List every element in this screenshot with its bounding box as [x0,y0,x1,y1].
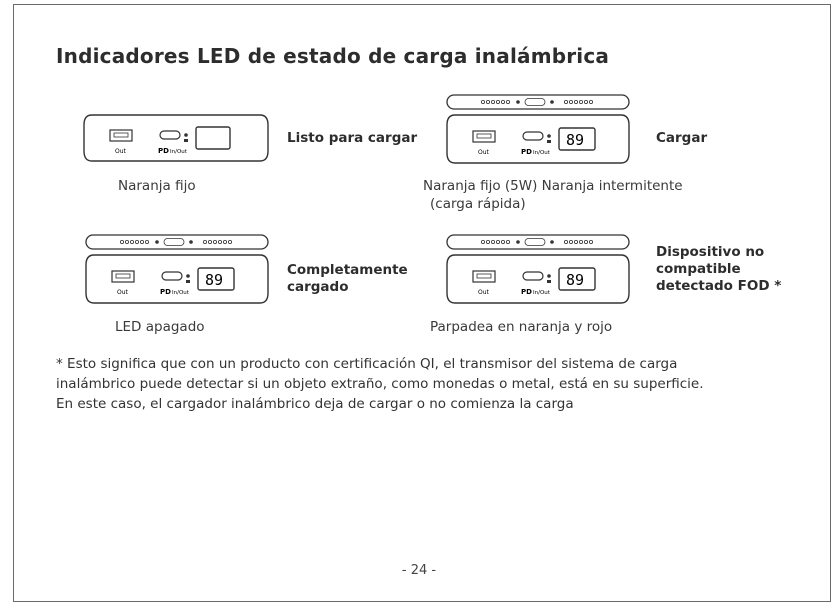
footnote-line3: En este caso, el cargador inalámbrico de… [56,396,574,412]
footnote-line2: inalámbrico puede detectar si un objeto … [56,376,704,392]
usb-out-label: Out [117,289,129,296]
footnote: * Esto significa que con un producto con… [56,354,796,414]
footnote-line1: * Esto significa que con un producto con… [56,356,678,372]
page-number: - 24 - [401,563,437,578]
pd-io-label: In/Out [533,290,551,296]
state-label-full: Completamente cargado [287,262,408,296]
state-caption-charging-line1: Naranja fijo (5W) Naranja intermitente [423,178,683,194]
state-label-fod: Dispositivo no compatible detectado FOD … [656,244,781,295]
usb-out-label: Out [478,149,490,156]
state-caption-full: LED apagado [115,319,205,335]
power-bank-with-phone-diagram: 89 Out PD In/Out [446,94,630,164]
state-label-charging: Cargar [656,130,708,146]
power-bank-with-phone-diagram: 89 Out PD In/Out [85,234,269,304]
usb-out-label: Out [478,289,490,296]
state-caption-fod: Parpadea en naranja y rojo [430,319,613,335]
usb-out-label: Out [115,148,127,155]
state-label-fod-line3: detectado FOD * [656,278,782,294]
pd-label: PD [521,148,532,156]
pd-io-label: In/Out [533,150,551,156]
state-caption-ready: Naranja fijo [118,178,196,194]
pd-label: PD [160,288,171,296]
power-bank-front-diagram: Out PD In/Out [83,114,269,162]
page-title: Indicadores LED de estado de carga inalá… [56,44,610,68]
pd-label: PD [521,288,532,296]
state-label-full-line1: Completamente [287,262,408,278]
state-caption-charging-line2: (carga rápida) [430,196,526,212]
state-label-ready: Listo para cargar [287,130,418,146]
state-label-fod-line1: Dispositivo no [656,244,765,260]
power-bank-with-phone-diagram: 89 Out PD In/Out [446,234,630,304]
led-display-value: 89 [566,131,584,149]
pd-io-label: In/Out [170,149,188,155]
pd-label: PD [158,147,169,155]
state-label-full-line2: cargado [287,279,349,295]
led-display-value: 89 [566,271,584,289]
state-label-fod-line2: compatible [656,261,741,277]
pd-io-label: In/Out [172,290,190,296]
led-display-value: 89 [205,271,223,289]
page-frame [13,4,831,602]
